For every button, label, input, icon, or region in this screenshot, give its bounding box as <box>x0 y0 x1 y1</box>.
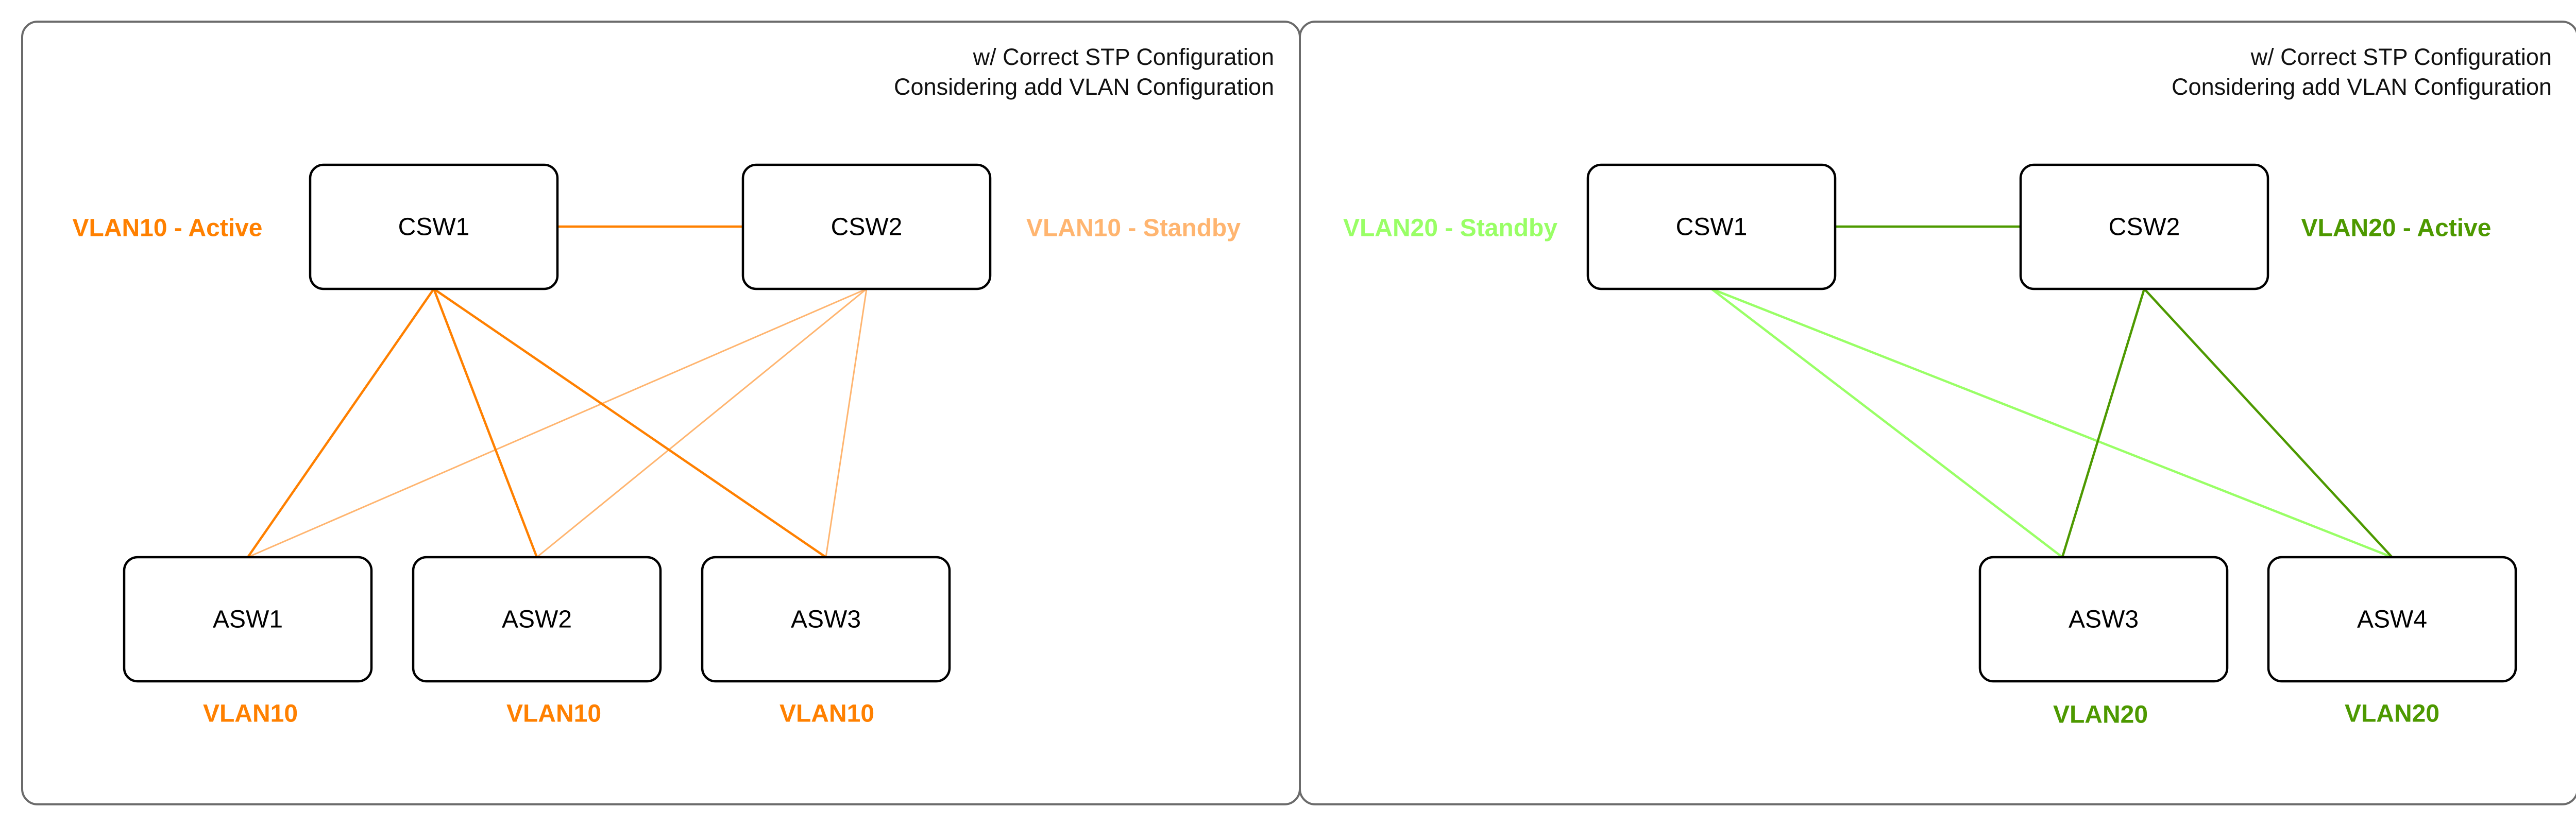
right-node-asw3: ASW3 <box>1978 556 2229 683</box>
left-csw2-state-label: VLAN10 - Standby <box>1026 215 1241 242</box>
right-links <box>1710 225 2393 559</box>
node-label: CSW1 <box>398 214 470 241</box>
link-csw1-asw3-active <box>433 288 827 558</box>
right-csw1-state-label: VLAN20 - Standby <box>1343 215 1557 242</box>
node-label: CSW1 <box>1676 214 1748 241</box>
node-label: ASW1 <box>213 606 283 633</box>
node-box <box>1586 163 1837 290</box>
node-box <box>701 556 951 683</box>
node-box <box>123 556 373 683</box>
node-label: ASW3 <box>791 606 861 633</box>
left-node-csw2: CSW2 <box>741 163 992 290</box>
right-asw4-vlan-label: VLAN20 <box>2345 700 2439 728</box>
link-csw1-asw2-active <box>432 288 538 558</box>
right-csw2-state-label: VLAN20 - Active <box>2301 215 2492 242</box>
link-csw2-asw3-active <box>2061 288 2146 558</box>
node-label: ASW2 <box>502 606 572 633</box>
left-node-asw3: ASW3 <box>701 556 951 683</box>
left-panel: w/ Correct STP Configuration Considering… <box>21 21 1301 805</box>
link-csw1-asw3-standby <box>1710 288 2063 558</box>
right-node-asw4: ASW4 <box>2267 556 2517 683</box>
right-node-csw2: CSW2 <box>2019 163 2269 290</box>
node-box <box>2267 556 2517 683</box>
link-csw1-asw4-standby <box>1711 287 2393 559</box>
right-note-line1: w/ Correct STP Configuration <box>2250 44 2552 70</box>
left-links <box>247 225 868 558</box>
left-note-line2: Considering add VLAN Configuration <box>894 74 1274 100</box>
node-box <box>412 556 662 683</box>
node-label: CSW2 <box>2109 214 2180 241</box>
right-panel: w/ Correct STP Configuration Considering… <box>1299 21 2576 805</box>
node-label: CSW2 <box>831 214 903 241</box>
right-panel-frame <box>1299 21 2576 805</box>
left-node-asw2: ASW2 <box>412 556 662 683</box>
node-box <box>309 163 559 290</box>
node-box <box>1978 556 2229 683</box>
left-asw1-vlan-label: VLAN10 <box>203 700 298 728</box>
right-note-line2: Considering add VLAN Configuration <box>2172 74 2552 100</box>
link-csw1-asw1-active <box>247 288 435 558</box>
right-asw3-vlan-label: VLAN20 <box>2053 701 2148 729</box>
left-node-asw1: ASW1 <box>123 556 373 683</box>
left-note-line1: w/ Correct STP Configuration <box>973 44 1274 70</box>
left-asw3-vlan-label: VLAN10 <box>779 700 874 728</box>
node-box <box>741 163 992 290</box>
left-node-csw1: CSW1 <box>309 163 559 290</box>
node-box <box>2019 163 2269 290</box>
link-csw2-asw1-standby <box>247 288 867 558</box>
link-csw2-asw4-active <box>2143 288 2393 558</box>
right-node-csw1: CSW1 <box>1586 163 1837 290</box>
node-label: ASW4 <box>2357 606 2427 633</box>
left-panel-frame <box>21 21 1301 805</box>
left-csw1-state-label: VLAN10 - Active <box>73 215 263 242</box>
left-asw2-vlan-label: VLAN10 <box>506 700 601 728</box>
link-csw2-asw3-standby <box>825 288 868 558</box>
node-label: ASW3 <box>2069 606 2139 633</box>
link-csw2-asw2-standby <box>536 288 867 558</box>
